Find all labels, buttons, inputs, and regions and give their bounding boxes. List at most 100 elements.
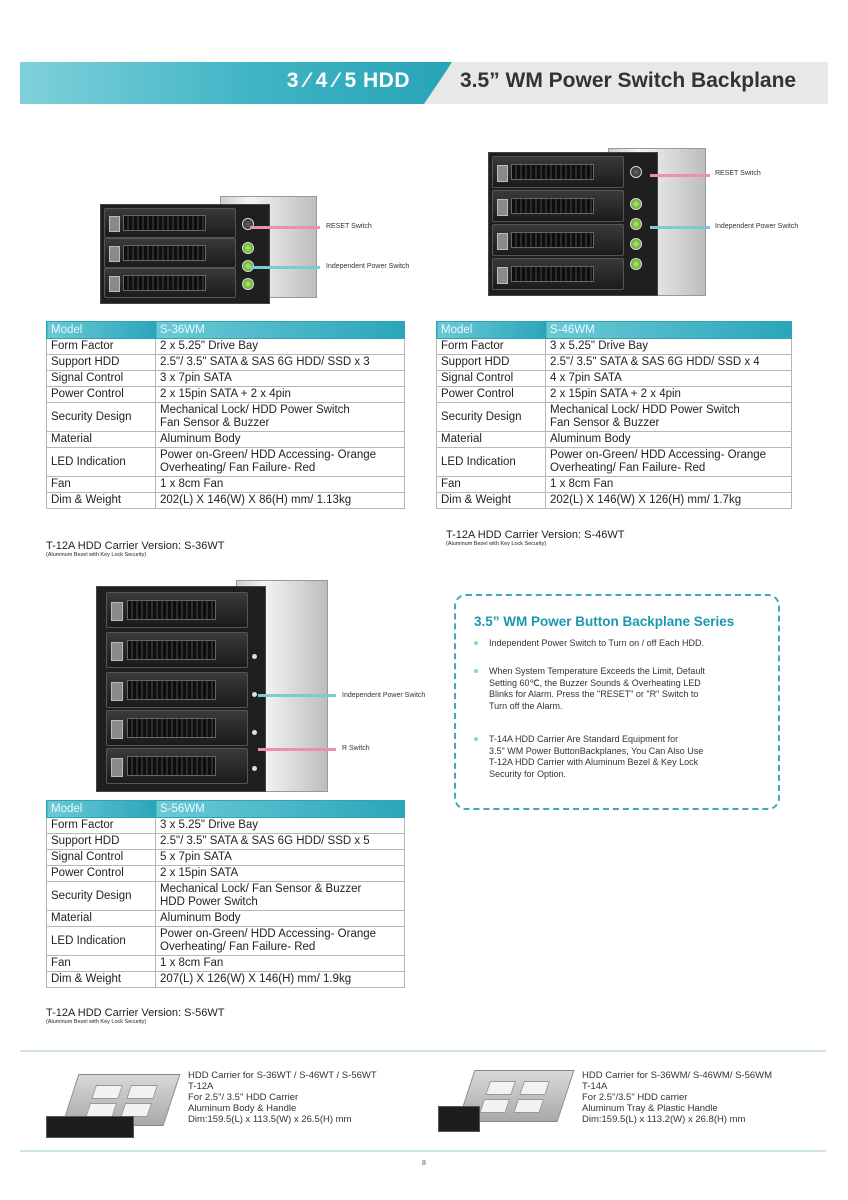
spec-value: 3 x 5.25" Drive Bay bbox=[545, 338, 792, 355]
spec-key: Power Control bbox=[436, 386, 546, 403]
spec-value: 1 x 8cm Fan bbox=[155, 955, 405, 972]
carrier-line: Dim:159.5(L) x 113.2(W) x 26.8(H) mm bbox=[582, 1114, 746, 1125]
carrier-line: T-12A bbox=[188, 1081, 214, 1092]
spec-value: 202(L) X 146(W) X 86(H) mm/ 1.13kg bbox=[155, 492, 405, 509]
spec-line: Overheating/ Fan Failure- Red bbox=[160, 941, 316, 953]
spec-value: 2 x 5.25" Drive Bay bbox=[155, 338, 405, 355]
spec-key: Support HDD bbox=[46, 833, 156, 850]
spec-key: Material bbox=[46, 431, 156, 448]
spec-value: 207(L) X 126(W) X 146(H) mm/ 1.9kg bbox=[155, 971, 405, 988]
spec-line: Mechanical Lock/ Fan Sensor & Buzzer bbox=[160, 883, 362, 895]
carrier-line: HDD Carrier for S-36WT / S-46WT / S-56WT bbox=[188, 1070, 377, 1081]
spec-line: Power on-Green/ HDD Accessing- Orange bbox=[550, 449, 767, 461]
spec-value: Aluminum Body bbox=[155, 910, 405, 927]
spec-key: Signal Control bbox=[46, 849, 156, 866]
model-name: S-36WM bbox=[155, 321, 405, 339]
divider-top bbox=[20, 1050, 826, 1052]
spec-line: Power on-Green/ HDD Accessing- Orange bbox=[160, 928, 377, 940]
power-pointer-line-s46 bbox=[650, 226, 710, 229]
series-features-box: 3.5” WM Power Button Backplane Series In… bbox=[454, 594, 780, 810]
callout-power-switch-s56: Independent Power Switch bbox=[342, 692, 426, 699]
spec-line: Overheating/ Fan Failure- Red bbox=[160, 462, 316, 474]
model-name: S-56WM bbox=[155, 800, 405, 818]
model-name: S-46WM bbox=[545, 321, 792, 339]
bullet-line: Setting 60℃, the Buzzer Sounds & Overhea… bbox=[489, 677, 701, 688]
divider-bottom bbox=[20, 1150, 826, 1152]
spec-key: Material bbox=[46, 910, 156, 927]
spec-key: Dim & Weight bbox=[436, 492, 546, 509]
carrier-version-s36: T-12A HDD Carrier Version: S-36WT (Alumi… bbox=[46, 541, 225, 559]
carrier-version-s56: T-12A HDD Carrier Version: S-56WT (Alumi… bbox=[46, 1008, 225, 1026]
feature-bullet: Independent Power Switch to Turn on / of… bbox=[474, 638, 766, 650]
spec-key: Form Factor bbox=[436, 338, 546, 355]
spec-key: Form Factor bbox=[46, 338, 156, 355]
spec-line: Power on-Green/ HDD Accessing- Orange bbox=[160, 449, 377, 461]
spec-value: 2.5"/ 3.5" SATA & SAS 6G HDD/ SSD x 5 bbox=[155, 833, 405, 850]
spec-value: Aluminum Body bbox=[155, 431, 405, 448]
spec-line: HDD Power Switch bbox=[160, 896, 258, 908]
spec-line: Mechanical Lock/ HDD Power Switch bbox=[550, 404, 740, 416]
spec-key: Power Control bbox=[46, 865, 156, 882]
carrier-line: Dim:159.5(L) x 113.5(W) x 26.5(H) mm bbox=[188, 1114, 352, 1125]
spec-key: Dim & Weight bbox=[46, 492, 156, 509]
carrier-image-t12a bbox=[40, 1066, 181, 1144]
callout-r-switch: R Switch bbox=[342, 745, 370, 752]
reset-pointer-line-s46 bbox=[650, 174, 710, 177]
carrier-image-t14a bbox=[432, 1064, 575, 1142]
bullet-line: Security for Option. bbox=[489, 768, 567, 779]
spec-line: Overheating/ Fan Failure- Red bbox=[550, 462, 706, 474]
model-header-label: Model bbox=[46, 800, 156, 818]
spec-value: 5 x 7pin SATA bbox=[155, 849, 405, 866]
version-note: (Aluminum Bezel with Key Lock Security) bbox=[446, 541, 547, 547]
spec-key: Material bbox=[436, 431, 546, 448]
header-hdd-title: 3 ⁄ 4 ⁄ 5 HDD bbox=[286, 69, 410, 92]
power-pointer-line-s56 bbox=[258, 694, 336, 697]
spec-value: 2.5"/ 3.5" SATA & SAS 6G HDD/ SSD x 4 bbox=[545, 354, 792, 371]
version-text: T-12A HDD Carrier Version: S-36WT bbox=[46, 540, 225, 552]
feature-bullet: T-14A HDD Carrier Are Standard Equipment… bbox=[474, 734, 766, 780]
carrier-t12a-description: HDD Carrier for S-36WT / S-46WT / S-56WT… bbox=[188, 1070, 377, 1125]
spec-value: Aluminum Body bbox=[545, 431, 792, 448]
carrier-line: HDD Carrier for S-36WM/ S-46WM/ S-56WM bbox=[582, 1070, 773, 1081]
spec-value: 2 x 15pin SATA bbox=[155, 865, 405, 882]
spec-key: Support HDD bbox=[46, 354, 156, 371]
spec-key: LED Indication bbox=[46, 926, 156, 956]
model-header-label: Model bbox=[46, 321, 156, 339]
spec-key: LED Indication bbox=[436, 447, 546, 477]
spec-value: 2 x 15pin SATA + 2 x 4pin bbox=[545, 386, 792, 403]
spec-key: Fan bbox=[436, 476, 546, 493]
spec-key: Form Factor bbox=[46, 817, 156, 834]
callout-independent-power-switch: Independent Power Switch bbox=[326, 263, 410, 270]
carrier-line: Aluminum Body & Handle bbox=[188, 1103, 297, 1114]
spec-key: Power Control bbox=[46, 386, 156, 403]
spec-key: Security Design bbox=[46, 881, 156, 911]
spec-value: 2 x 15pin SATA + 2 x 4pin bbox=[155, 386, 405, 403]
carrier-version-s46: T-12A HDD Carrier Version: S-46WT (Alumi… bbox=[446, 530, 625, 548]
callout-reset-switch: RESET Switch bbox=[326, 223, 372, 230]
spec-value: 1 x 8cm Fan bbox=[155, 476, 405, 493]
header-product-title: 3.5” WM Power Switch Backplane bbox=[460, 69, 797, 92]
feature-bullet: When System Temperature Exceeds the Limi… bbox=[474, 666, 766, 712]
version-note: (Aluminum Bezel with Key Lock Security) bbox=[46, 1019, 147, 1025]
header-banner-right: 3.5” WM Power Switch Backplane bbox=[424, 62, 828, 104]
bullet-line: Independent Power Switch to Turn on / of… bbox=[489, 638, 704, 648]
callout-power-switch-s46: Independent Power Switch bbox=[715, 223, 799, 230]
bullet-line: 3.5" WM Power ButtonBackplanes, You Can … bbox=[489, 745, 704, 756]
bullet-line: T-12A HDD Carrier with Aluminum Bezel & … bbox=[489, 757, 699, 767]
spec-value: 3 x 5.25" Drive Bay bbox=[155, 817, 405, 834]
spec-key: Fan bbox=[46, 476, 156, 493]
spec-value: 1 x 8cm Fan bbox=[545, 476, 792, 493]
product-image-s56wm bbox=[96, 580, 328, 792]
spec-value: 3 x 7pin SATA bbox=[155, 370, 405, 387]
spec-line: Mechanical Lock/ HDD Power Switch bbox=[160, 404, 350, 416]
spec-value: 4 x 7pin SATA bbox=[545, 370, 792, 387]
